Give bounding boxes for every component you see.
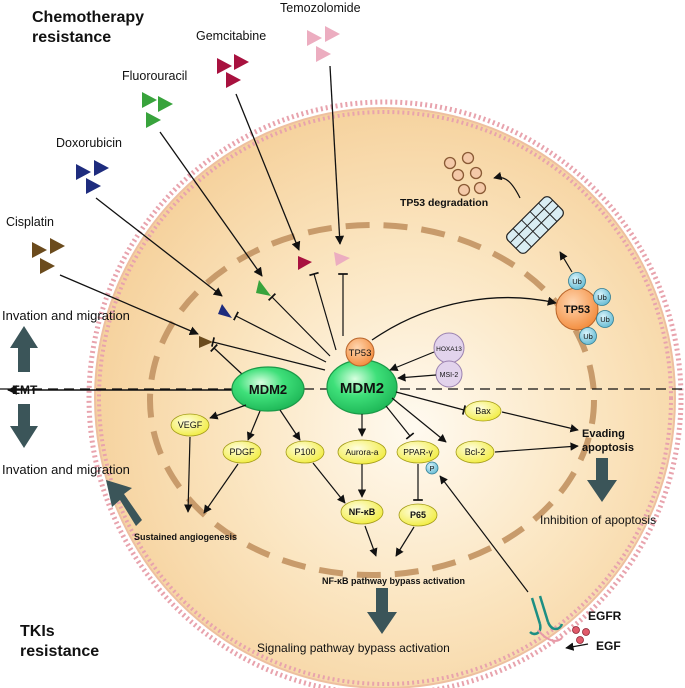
ppar-label: PPAR-γ: [403, 447, 433, 457]
egf-to-egfr-arrow: [565, 642, 589, 651]
ub-4: [579, 327, 597, 345]
bax-label: Bax: [475, 406, 491, 416]
temozolomide-in-nucleus-icon: [334, 252, 350, 266]
drug-fluorouracil-icon: [142, 92, 173, 128]
mdm2-inhibition-lines: [210, 271, 348, 376]
bcl2-label: Bcl-2: [465, 447, 486, 457]
ubiquitin-chain: Ub Ub Ub Ub: [568, 272, 614, 345]
doxorubicin-in-nucleus-icon: [218, 304, 232, 318]
mdm2-left-label: MDM2: [249, 382, 287, 397]
msi2-label: MSI-2: [440, 372, 459, 379]
egfr-label: EGFR: [588, 609, 622, 623]
ppar-node: [396, 440, 440, 464]
cell-membrane-inner: [97, 110, 673, 686]
tki-title-line2: resistance: [20, 643, 99, 660]
drug-doxorubicin-label: Doxorubicin: [56, 136, 122, 150]
nfkb-label: NF-κB: [349, 507, 376, 517]
vegf-to-angiogenesis-arrow: [184, 436, 193, 513]
emt-label: EMT: [12, 383, 38, 397]
nfkb-to-bypass-arrow: [364, 525, 378, 557]
drug-entry-arrows: [59, 65, 345, 335]
p100-label: P100: [294, 447, 315, 457]
phospho-node: [425, 461, 439, 475]
invasion-up-arrow: [10, 326, 38, 372]
vegf-node: [170, 413, 210, 437]
signaling-bypass-arrow: [367, 588, 397, 634]
aurora-label: Aurora-a: [345, 447, 378, 457]
apoptosis-down-arrow: [587, 458, 617, 502]
msi2-node: [435, 360, 463, 388]
degraded-fragments: [443, 151, 487, 197]
egf-label: EGF: [596, 639, 621, 653]
inhibition-apoptosis-label: Inhibition of apoptosis: [540, 513, 656, 527]
mdm2-center-label: MDM2: [340, 380, 384, 397]
tp53-degradation-label: TP53 degradation: [400, 197, 488, 209]
pdgf-label: PDGF: [229, 447, 255, 457]
svg-text:Ub: Ub: [583, 332, 593, 341]
drug-temozolomide-icon: [307, 26, 340, 62]
bcl2-node: [455, 440, 495, 464]
evading-apoptosis-line1: Evading: [582, 428, 625, 440]
phospho-label: P: [429, 464, 434, 473]
svg-text:Ub: Ub: [572, 277, 582, 286]
ub-2: [593, 288, 611, 306]
p65-node: [398, 503, 438, 527]
mdm2-left-arrows: [209, 404, 301, 441]
drug-temozolomide-label: Temozolomide: [280, 1, 361, 15]
ub-to-proteasome-arrow: [559, 251, 573, 273]
vegf-label: VEGF: [178, 420, 203, 430]
egfr-receptor-icon: [529, 595, 564, 642]
drug-cisplatin-label: Cisplatin: [6, 215, 54, 229]
ub-1: [568, 272, 586, 290]
drug-cisplatin-icon: [32, 238, 65, 274]
egf-ligand-icon: [572, 626, 590, 644]
invasion-top-label: Invation and migration: [2, 308, 130, 323]
nucleus-border: [147, 222, 597, 578]
p100-node: [285, 440, 325, 464]
bax-node: [464, 400, 502, 422]
p65-label: P65: [410, 510, 426, 520]
hoxa13-label: HOXA13: [436, 346, 462, 353]
svg-text:Ub: Ub: [600, 315, 610, 324]
drug-gemcitabine-label: Gemcitabine: [196, 29, 266, 43]
drug-gemcitabine-icon: [217, 54, 249, 88]
chemo-title-line1: Chemotherapy: [32, 9, 144, 26]
pdgf-to-angiogenesis-arrow: [203, 463, 239, 514]
evading-apoptosis-line2: apoptosis: [582, 442, 634, 454]
drug-fluorouracil-label: Fluorouracil: [122, 69, 187, 83]
fluorouracil-in-nucleus-icon: [256, 280, 271, 296]
nfkb-bypass-label: NF-κB pathway bypass activation: [322, 576, 465, 586]
ub-3: [596, 310, 614, 328]
bcl2-to-evading-arrow: [494, 442, 579, 453]
mdm2-to-tp53-ub-arrow: [371, 296, 557, 341]
egfr-to-ppar-arrow: [439, 475, 529, 593]
angiogenesis-to-invasion-arrow: [106, 480, 142, 526]
nfkb-node: [340, 499, 384, 525]
proteasome-to-degradation-arrow: [493, 171, 521, 199]
invasion-down-arrow: [10, 404, 38, 448]
tp53-node: [345, 337, 375, 367]
sustained-angiogenesis-label: Sustained angiogenesis: [134, 532, 237, 542]
cisplatin-in-nucleus-icon: [199, 336, 213, 348]
hoxa13-to-mdm2-arrow: [389, 351, 435, 372]
bax-to-evading-arrow: [501, 411, 579, 433]
cell-membrane-outer: [86, 99, 684, 688]
tp53-ub-label: TP53: [564, 304, 590, 316]
tki-title-line1: TKIs: [20, 623, 55, 640]
chemo-title-line2: resistance: [32, 29, 111, 46]
gemcitabine-in-nucleus-icon: [298, 256, 312, 270]
svg-text:Ub: Ub: [597, 293, 607, 302]
mdm2-left-node: [231, 366, 305, 412]
p100-to-nfkb-arrow: [312, 462, 346, 504]
pdgf-node: [222, 440, 262, 464]
invasion-bottom-label: Invation and migration: [2, 462, 130, 477]
tp53-label: TP53: [349, 348, 372, 359]
msi2-to-mdm2-arrow: [397, 373, 437, 382]
mdm2-center-arrows: [357, 391, 467, 443]
drug-doxorubicin-icon: [76, 160, 109, 194]
proteasome-icon: [506, 196, 564, 254]
signaling-bypass-label: Signaling pathway bypass activation: [257, 641, 450, 655]
p65-to-bypass-arrow: [395, 526, 415, 557]
